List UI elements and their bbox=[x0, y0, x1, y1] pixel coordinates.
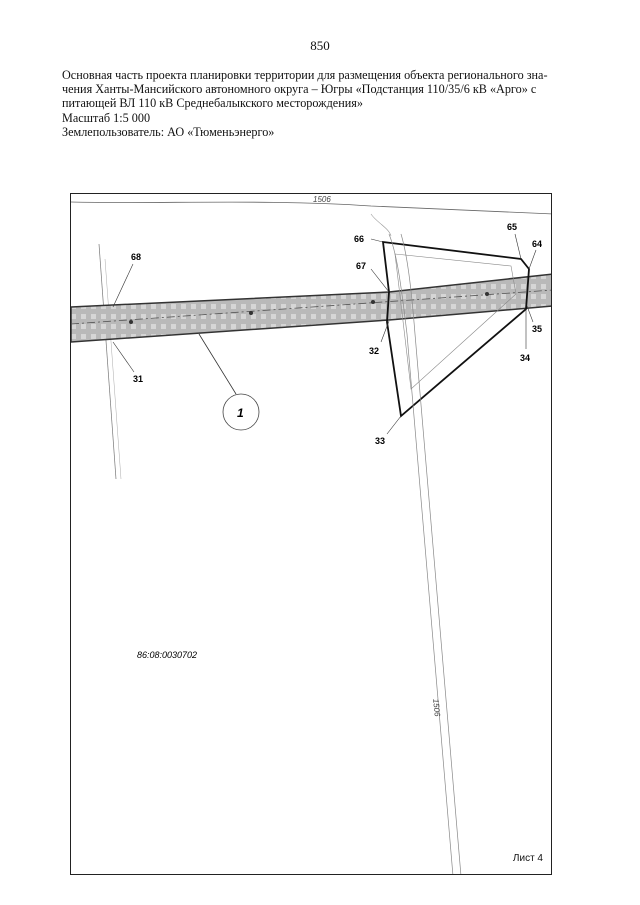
corridor-node bbox=[371, 300, 375, 304]
leader-64 bbox=[528, 249, 537, 270]
road-edge-right bbox=[400, 233, 462, 874]
zone-label: 1 bbox=[237, 406, 244, 420]
road-top-branch bbox=[370, 213, 392, 237]
left-guide-line-1 bbox=[98, 243, 117, 480]
point-32: 32 bbox=[369, 346, 379, 356]
point-34: 34 bbox=[520, 353, 530, 363]
point-66: 66 bbox=[354, 234, 364, 244]
left-guide-line-2 bbox=[104, 258, 122, 480]
header-line-2: чения Ханты-Мансийского автономного окру… bbox=[62, 82, 537, 97]
page-number: 850 bbox=[310, 38, 330, 53]
leader-33 bbox=[386, 415, 402, 435]
substation-boundary bbox=[381, 240, 530, 418]
power-line-corridor bbox=[71, 273, 551, 343]
point-67: 67 bbox=[356, 261, 366, 271]
corridor-node bbox=[129, 320, 133, 324]
planning-map: 1506 1506 1 68 31 66 67 32 33 65 bbox=[70, 193, 552, 875]
point-33: 33 bbox=[375, 436, 385, 446]
sheet-label: Лист 4 bbox=[512, 853, 543, 864]
corridor-node bbox=[485, 292, 489, 296]
leader-68 bbox=[112, 263, 134, 308]
road-label-top: 1506 bbox=[313, 195, 331, 204]
point-35: 35 bbox=[532, 324, 542, 334]
top-boundary-line bbox=[71, 201, 551, 215]
point-68: 68 bbox=[131, 252, 141, 262]
road-edge-left bbox=[388, 233, 454, 874]
leader-35 bbox=[526, 305, 534, 323]
leader-67 bbox=[370, 268, 390, 293]
scale-line: Масштаб 1:5 000 bbox=[62, 110, 151, 125]
leader-32 bbox=[380, 320, 390, 343]
map-drawing: 1506 1506 1 68 31 66 67 32 33 65 bbox=[71, 195, 551, 874]
header-line-3: питающей ВЛ 110 кВ Среднебалыкского мест… bbox=[62, 96, 363, 111]
corridor-node bbox=[249, 311, 253, 315]
corridor-axis bbox=[71, 289, 551, 325]
point-65: 65 bbox=[507, 222, 517, 232]
header-line-1: Основная часть проекта планировки террит… bbox=[62, 68, 548, 82]
zone-leader-line bbox=[198, 333, 237, 395]
substation-inner bbox=[394, 253, 517, 390]
leader-66 bbox=[370, 238, 384, 243]
cadastral-number: 86:08:0030702 bbox=[137, 650, 197, 660]
leader-31 bbox=[112, 341, 135, 373]
land-user-line: Землепользователь: АО «Тюменьэнерго» bbox=[62, 124, 275, 139]
document-header: Основная часть проекта планировки террит… bbox=[62, 68, 582, 139]
road-label-vertical: 1506 bbox=[431, 698, 442, 717]
leader-65 bbox=[514, 233, 522, 260]
point-31: 31 bbox=[133, 374, 143, 384]
point-64: 64 bbox=[532, 239, 542, 249]
zone-circle bbox=[222, 393, 260, 431]
